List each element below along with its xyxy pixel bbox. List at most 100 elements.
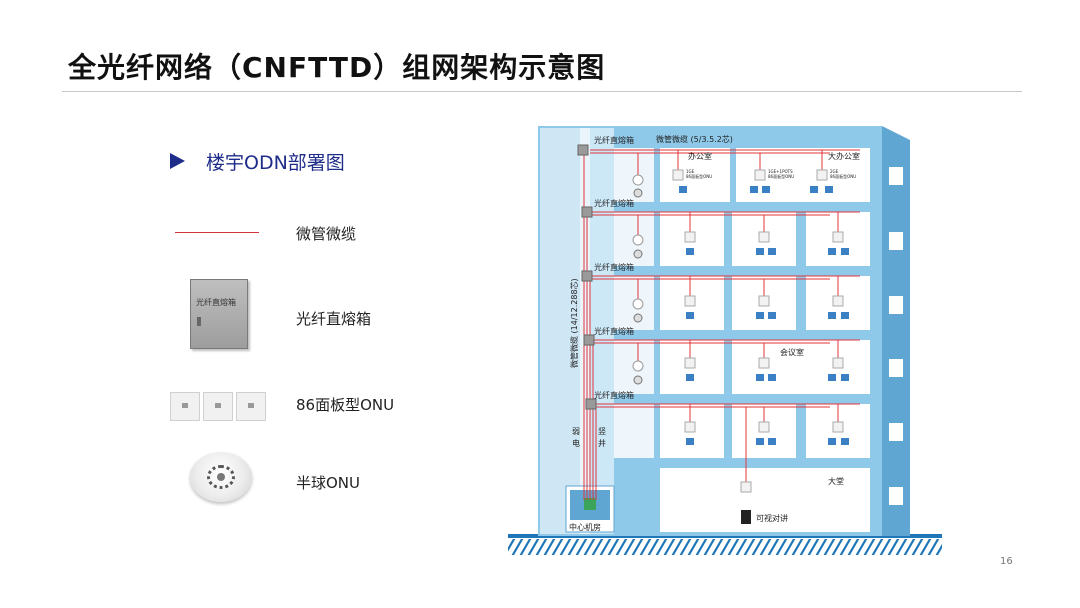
dome-onu-icon	[190, 452, 252, 502]
panel-onu-icon	[758, 421, 770, 433]
dome-onu-icon	[632, 360, 644, 372]
building-side	[882, 126, 910, 536]
intercom-label: 可视对讲	[756, 513, 788, 523]
panel-onu-icon	[684, 421, 696, 433]
section-title: 楼宇ODN部署图	[206, 152, 345, 174]
box-label: 光纤直熔箱	[594, 198, 634, 208]
side-window	[889, 423, 903, 441]
panel-onu-icon	[832, 421, 844, 433]
panel-onu-icon	[236, 392, 266, 421]
room-label-meeting: 会议室	[780, 347, 804, 357]
panel-onu-icon	[203, 392, 233, 421]
onu-caption: 1GE+1POTS	[768, 169, 793, 174]
pc-icon	[686, 248, 694, 255]
room-label-large-office: 大办公室	[828, 151, 860, 161]
pc-icon	[828, 438, 836, 445]
camera-icon	[633, 375, 643, 385]
pc-icon	[841, 438, 849, 445]
pc-icon	[828, 374, 836, 381]
lobby-room	[660, 468, 870, 532]
side-window	[889, 296, 903, 314]
fiber-box-icon	[577, 144, 589, 156]
panel-onu-icon	[832, 295, 844, 307]
panel-onu-icon	[832, 357, 844, 369]
olt-indicator-icon	[584, 498, 596, 510]
panel-onu-icon	[754, 169, 766, 181]
shaft-label: 竖	[598, 427, 606, 436]
box-lock-icon	[197, 317, 201, 326]
pc-icon	[828, 248, 836, 255]
fiber-box-icon	[581, 206, 593, 218]
central-room-label: 中心机房	[569, 522, 601, 532]
title-divider	[62, 91, 1022, 92]
panel-onu-icon	[758, 231, 770, 243]
top-cable-label: 微管微缆 (5/3.5.2芯)	[656, 134, 733, 144]
triangle-bullet-icon	[170, 153, 185, 169]
riser-cable-label: 微管微缆 (14/12.288芯)	[569, 278, 579, 368]
dome-onu-icon	[632, 298, 644, 310]
video-intercom-icon	[741, 510, 751, 524]
camera-icon	[633, 313, 643, 323]
port-icon	[182, 403, 188, 408]
riser-shaft	[580, 128, 614, 534]
camera-icon	[633, 249, 643, 259]
pc-icon	[768, 438, 776, 445]
port-icon	[215, 403, 221, 408]
fiber-box-icon: 光纤直熔箱	[190, 279, 248, 349]
room	[660, 148, 730, 202]
box-label: 光纤直熔箱	[594, 390, 634, 400]
onu-caption: 1GE	[686, 169, 695, 174]
legend-cable-line	[175, 232, 259, 233]
shaft-label: 井	[598, 438, 606, 448]
onu-caption: 86面板型ONU	[768, 173, 794, 179]
pc-icon	[828, 312, 836, 319]
pc-icon	[762, 186, 770, 193]
camera-icon	[633, 188, 643, 198]
pc-icon	[686, 438, 694, 445]
slide-title: 全光纤网络（CNFTTD）组网架构示意图	[68, 51, 606, 84]
dome-vent-icon	[207, 465, 235, 489]
side-window	[889, 487, 903, 505]
pc-icon	[810, 186, 818, 193]
room-label-office: 办公室	[688, 151, 712, 161]
pc-icon	[679, 186, 687, 193]
pc-icon	[756, 312, 764, 319]
panel-onu-icon	[758, 357, 770, 369]
pc-icon	[686, 374, 694, 381]
ground-hatch	[508, 539, 942, 555]
onu-caption: 86面板型ONU	[686, 173, 712, 179]
port-icon	[248, 403, 254, 408]
pc-icon	[768, 374, 776, 381]
weak-power-label: 弱	[572, 427, 580, 436]
pc-icon	[768, 248, 776, 255]
page-number: 16	[1000, 556, 1013, 567]
dome-onu-icon	[632, 234, 644, 246]
fiber-box-icon-text: 光纤直熔箱	[196, 298, 236, 307]
panel-onu-icon	[816, 169, 828, 181]
fiber-box-icon	[581, 270, 593, 282]
room-label-lobby: 大堂	[828, 476, 844, 486]
legend-box-label: 光纤直熔箱	[296, 310, 372, 328]
corridor-floor-5	[614, 404, 654, 458]
pc-icon	[756, 438, 764, 445]
box-label: 光纤直熔箱	[594, 135, 634, 145]
pc-icon	[841, 312, 849, 319]
pc-icon	[756, 248, 764, 255]
dome-center-icon	[217, 473, 225, 481]
pc-icon	[825, 186, 833, 193]
fiber-box-icon	[583, 334, 595, 346]
panel-onu-icon	[684, 231, 696, 243]
side-window	[889, 232, 903, 250]
legend-cable-label: 微管微缆	[296, 225, 357, 243]
room	[732, 340, 870, 394]
dome-onu-icon	[632, 174, 644, 186]
legend-panel-onu-label: 86面板型ONU	[296, 396, 395, 414]
panel-onu-icon	[672, 169, 684, 181]
panel-onu-icon	[684, 295, 696, 307]
onu-caption: 86面板型ONU	[830, 173, 856, 179]
fiber-box-icon	[585, 398, 597, 410]
pc-icon	[756, 374, 764, 381]
box-label: 光纤直熔箱	[594, 326, 634, 336]
